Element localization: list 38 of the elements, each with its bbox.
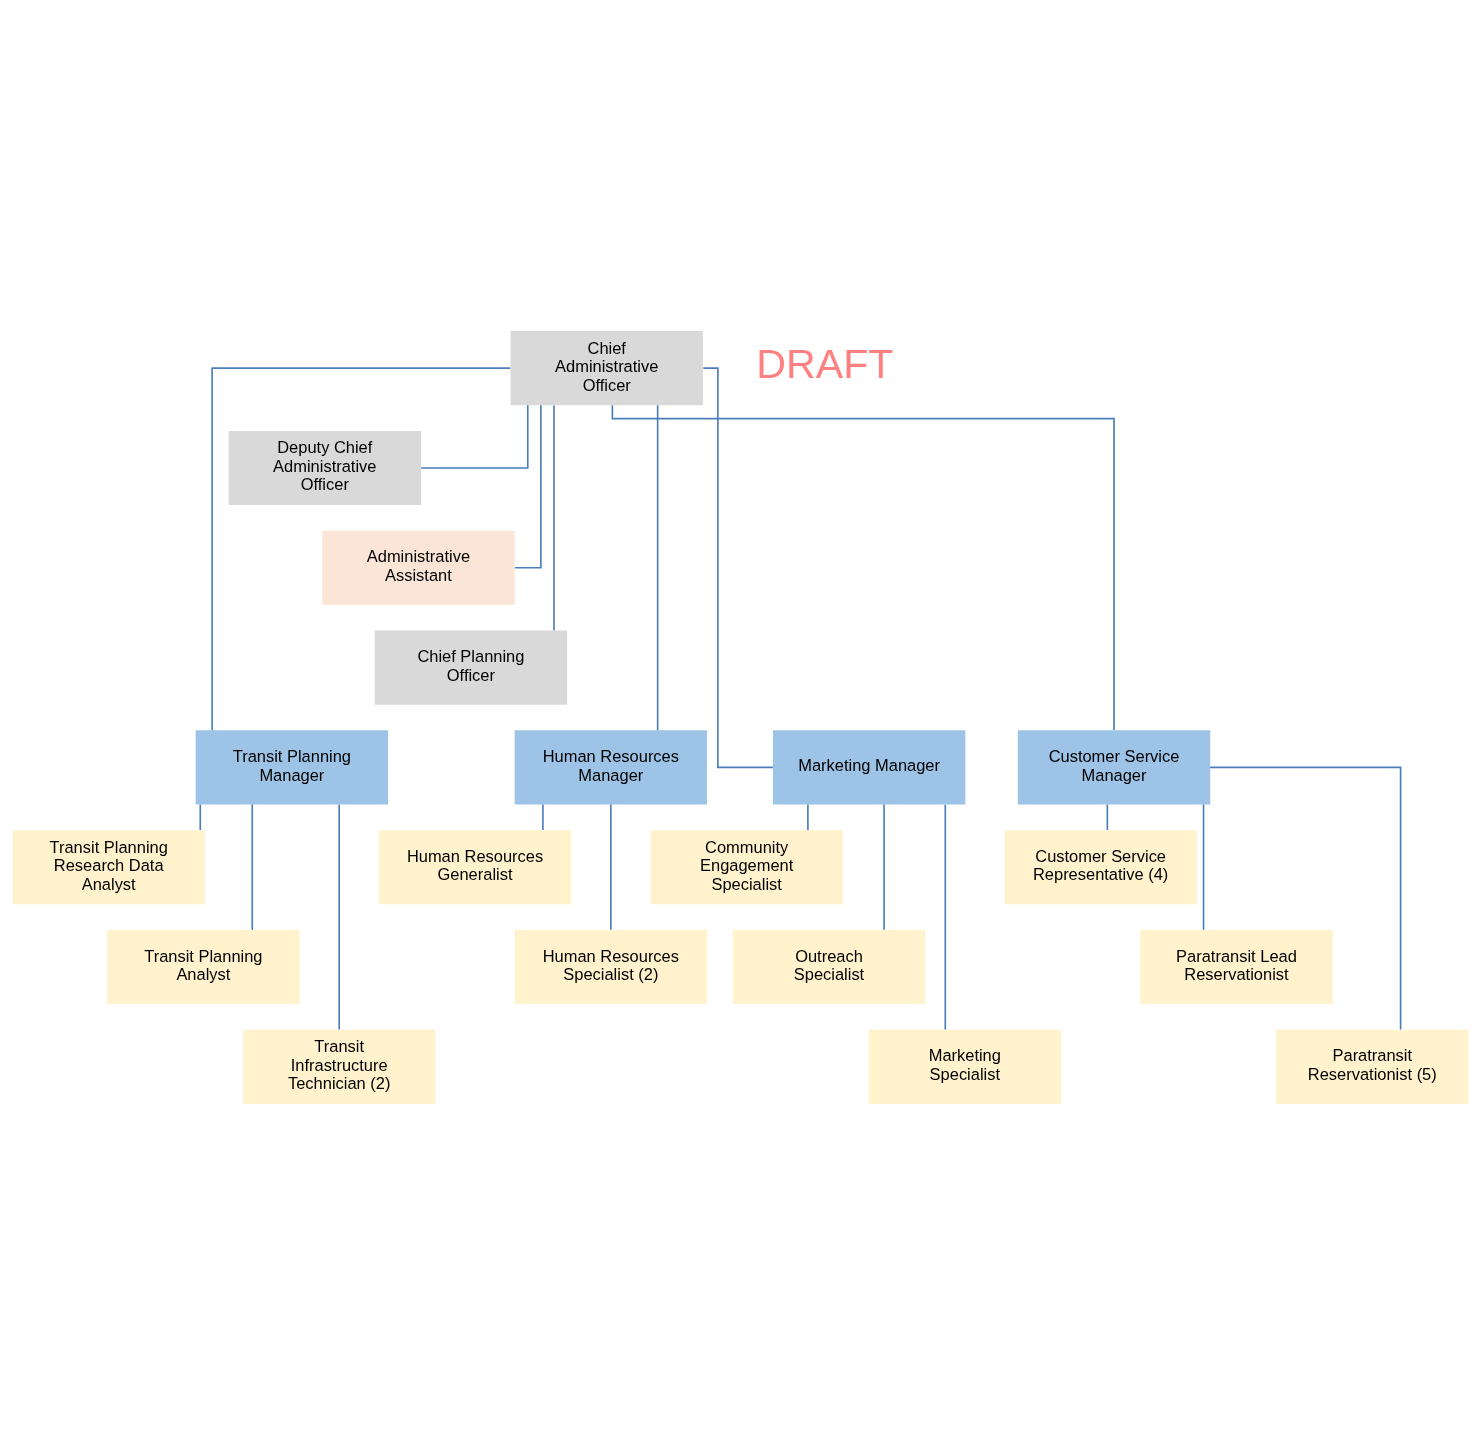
connector [542, 803, 544, 831]
node-box: Marketing Manager [772, 730, 966, 805]
node-box: Human Resources Generalist [378, 830, 572, 905]
node-box: Deputy Chief Administrative Officer [228, 430, 421, 505]
connector [199, 803, 202, 831]
node-box: Transit Planning Research Data Analyst [12, 830, 205, 905]
node-box: Human Resources Specialist (2) [514, 930, 708, 1005]
connector [1106, 803, 1109, 831]
connector [1209, 766, 1402, 1031]
connector [514, 404, 542, 569]
node-box: Chief Administrative Officer [510, 331, 703, 406]
node-box: Paratransit Reservationist (5) [1276, 1029, 1469, 1104]
node-box: Outreach Specialist [732, 930, 926, 1005]
connector [883, 803, 885, 931]
connector [611, 404, 1115, 731]
node-box: Transit Planning Manager [195, 730, 389, 805]
connector [610, 803, 612, 931]
connector [656, 404, 659, 731]
node-box: Chief Planning Officer [374, 630, 568, 705]
node-box: Community Engagement Specialist [650, 830, 843, 905]
connector [251, 803, 254, 931]
label: DRAFT [756, 341, 894, 388]
connector [702, 367, 774, 769]
node-box: Transit Infrastructure Technician (2) [243, 1029, 436, 1104]
node-box: Paratransit Lead Reservationist [1140, 930, 1333, 1005]
connector [807, 803, 809, 831]
connector [553, 404, 555, 632]
connector [338, 803, 341, 1031]
node-box: Customer Service Manager [1017, 730, 1211, 805]
node-box: Transit Planning Analyst [107, 930, 300, 1005]
connector [1202, 803, 1205, 931]
node-box: Administrative Assistant [322, 530, 515, 605]
node-box: Customer Service Representative (4) [1004, 830, 1197, 905]
connector [211, 367, 512, 732]
connector [944, 803, 947, 1031]
connector [420, 404, 529, 469]
node-box: Marketing Specialist [868, 1029, 1062, 1104]
node-box: Human Resources Manager [514, 730, 708, 805]
